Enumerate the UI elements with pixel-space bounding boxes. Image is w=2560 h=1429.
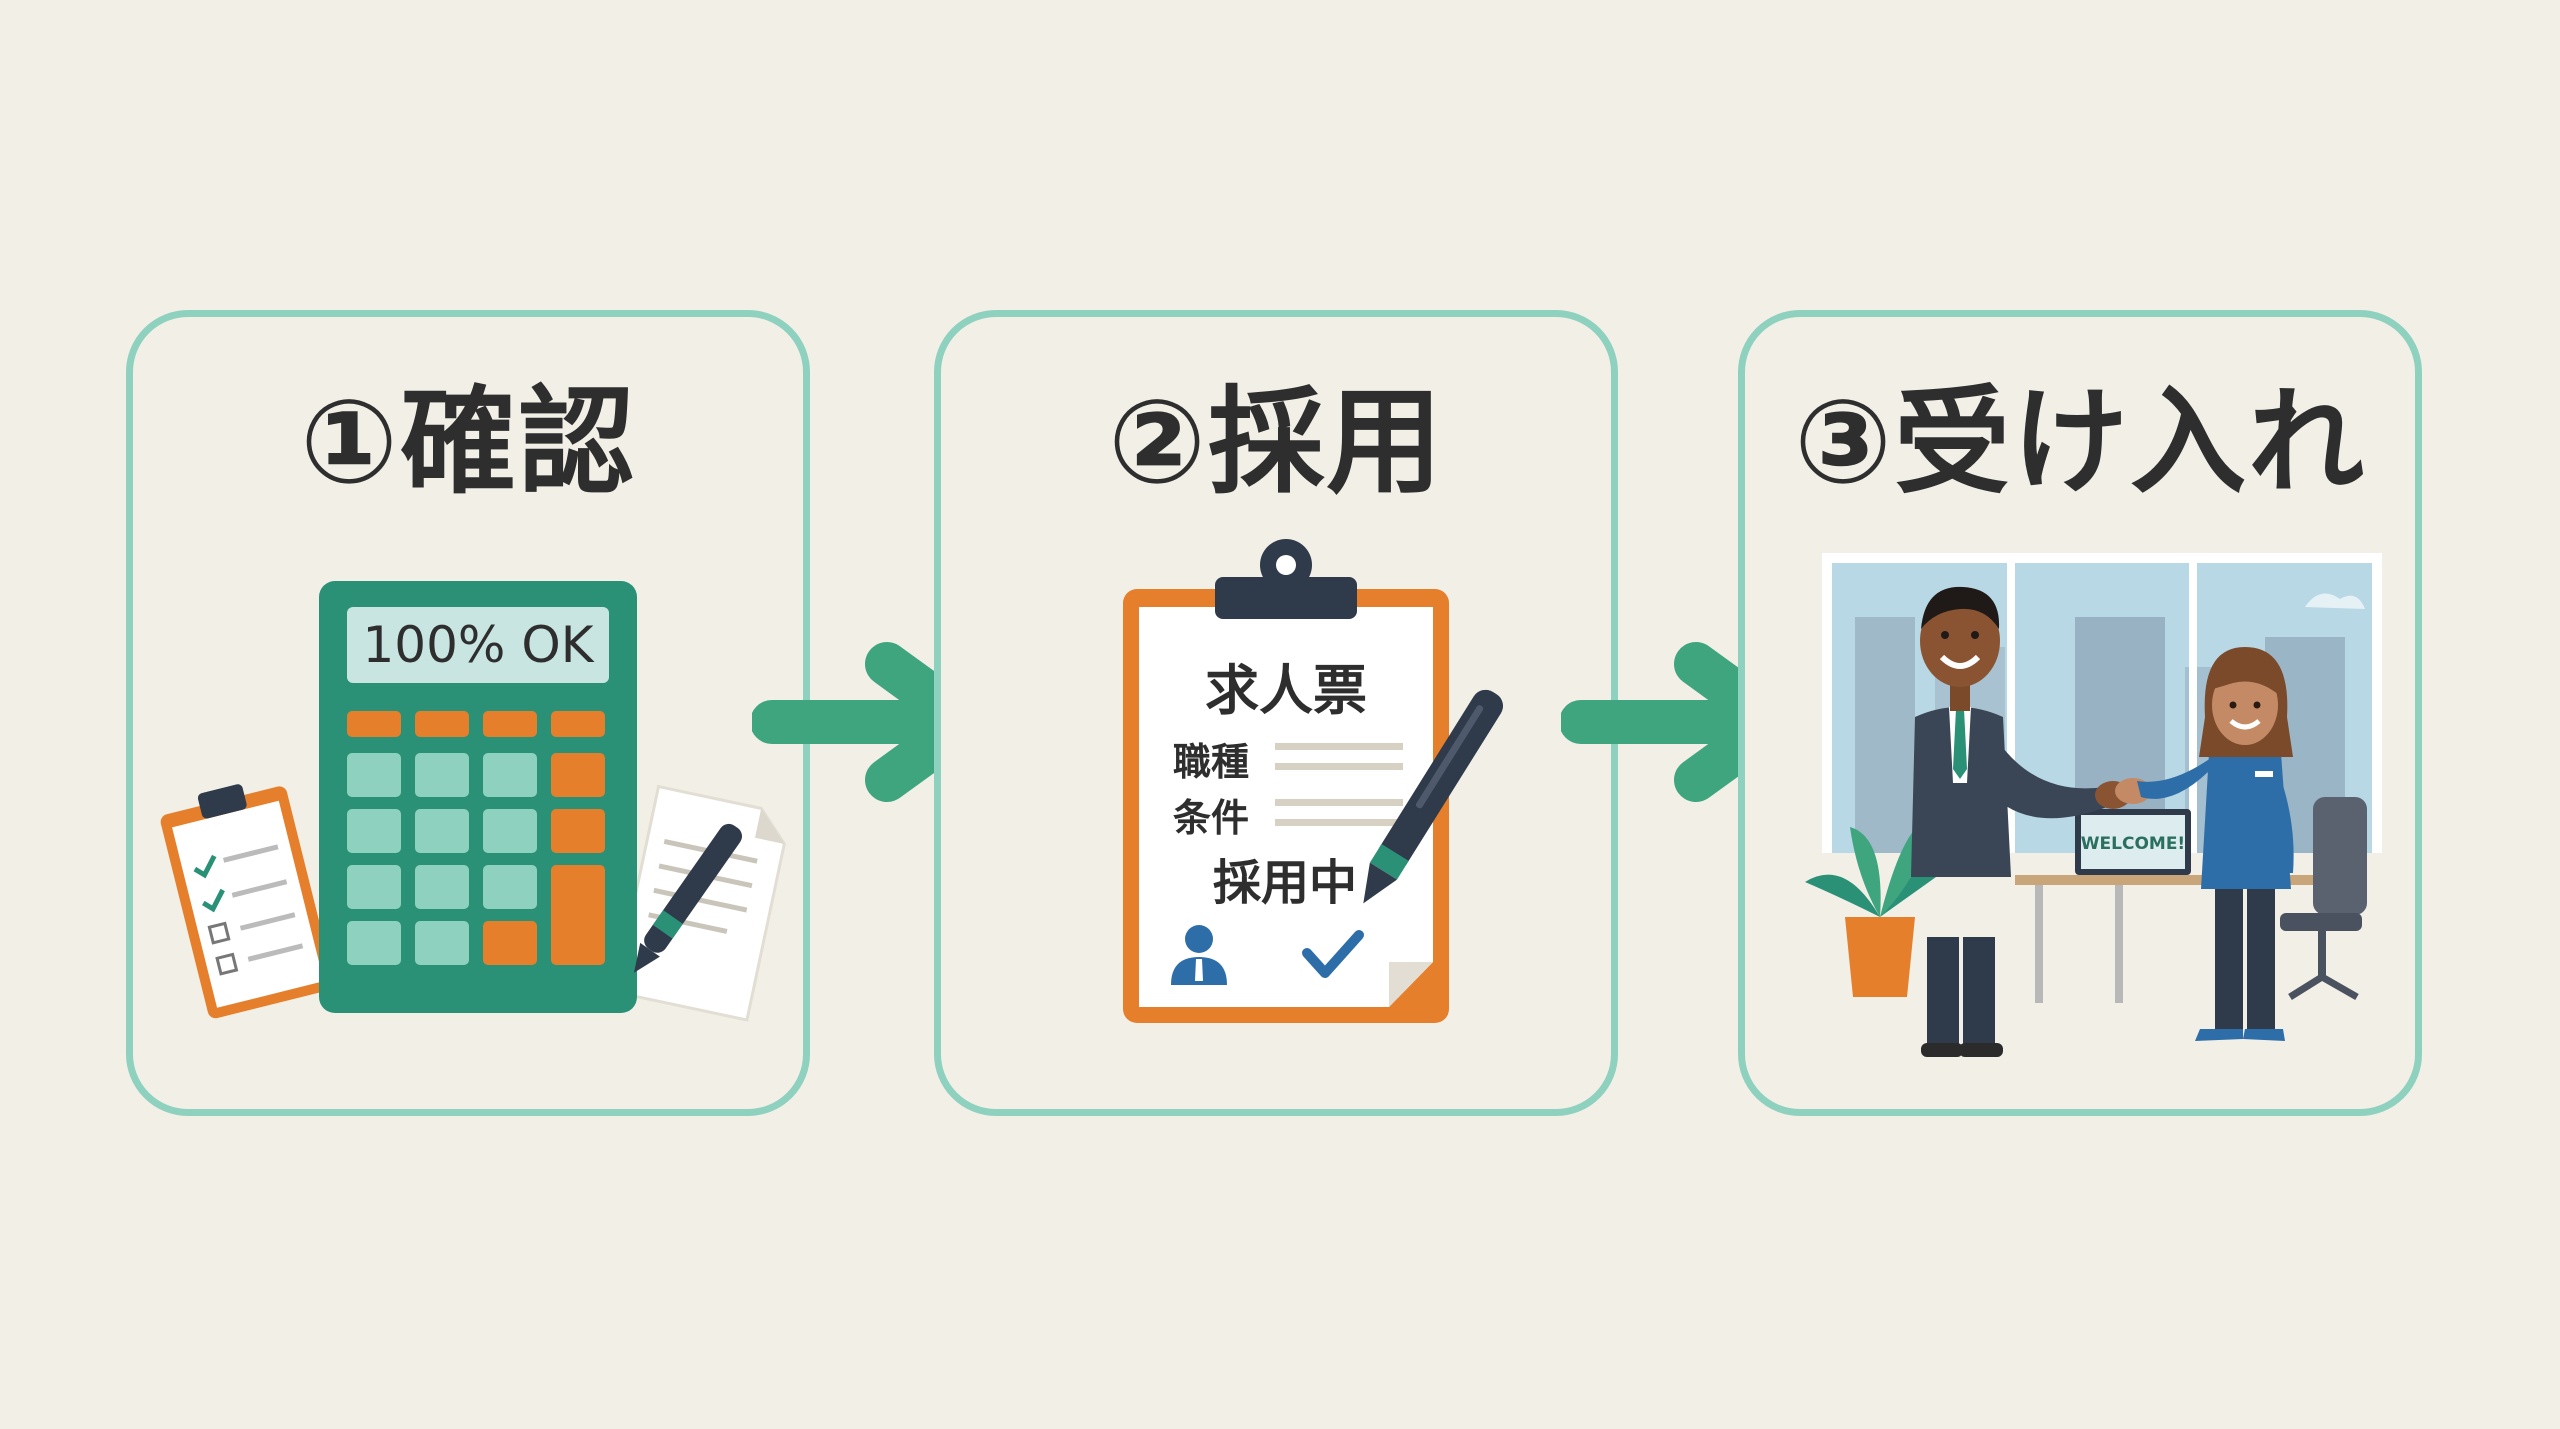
pen-icon bbox=[1363, 689, 1504, 904]
calculator-key bbox=[347, 921, 401, 965]
pen-icon bbox=[633, 823, 742, 973]
handshake-scene: WELCOME! bbox=[1805, 553, 2382, 1057]
hiring-illustration: 求人票 職種 条件 採用中 bbox=[1123, 539, 1504, 1023]
job-sheet-field-occupation: 職種 bbox=[1173, 740, 1249, 784]
calculator-key bbox=[415, 711, 469, 737]
person-icon bbox=[1171, 925, 1227, 985]
calculator-key bbox=[483, 865, 537, 909]
laptop-icon: WELCOME! bbox=[2075, 809, 2191, 875]
calculator-key bbox=[415, 921, 469, 965]
calculator-key bbox=[415, 809, 469, 853]
calculator-display: 100% OK bbox=[363, 616, 595, 674]
confirm-illustration: 100% OK bbox=[160, 581, 786, 1022]
job-sheet-status: 採用中 bbox=[1213, 855, 1357, 911]
laptop-welcome-text: WELCOME! bbox=[2081, 834, 2185, 854]
step-card-onboarding: ③受け入れ WELCOM bbox=[1738, 310, 2422, 1116]
step-card-hiring: ②採用 求人票 職種 条件 採用中 bbox=[934, 310, 1618, 1116]
document-icon bbox=[613, 784, 786, 1022]
clipboard-icon bbox=[1123, 539, 1449, 1023]
calculator-key bbox=[347, 809, 401, 853]
man-figure bbox=[1911, 586, 2107, 1057]
calculator-key bbox=[551, 711, 605, 737]
step-title: ②採用 bbox=[1107, 375, 1445, 510]
calculator-key bbox=[415, 753, 469, 797]
calculator-icon: 100% OK bbox=[319, 581, 637, 1013]
clipboard-checklist-icon bbox=[160, 784, 335, 1019]
job-sheet-title: 求人票 bbox=[1205, 659, 1367, 722]
calculator-key bbox=[483, 711, 537, 737]
calculator-key bbox=[347, 711, 401, 737]
step-card-confirm: ①確認 100% OK bbox=[126, 310, 810, 1116]
calculator-key bbox=[551, 865, 605, 965]
checkmark-icon bbox=[1302, 930, 1364, 978]
job-sheet-field-conditions: 条件 bbox=[1173, 796, 1249, 840]
calculator-key bbox=[551, 809, 605, 853]
woman-figure bbox=[2137, 647, 2294, 1041]
step-title: ③受け入れ bbox=[1793, 375, 2367, 510]
calculator-key bbox=[347, 865, 401, 909]
calculator-key bbox=[347, 753, 401, 797]
calculator-key bbox=[483, 921, 537, 965]
step-title: ①確認 bbox=[299, 375, 637, 510]
calculator-key bbox=[483, 809, 537, 853]
calculator-key bbox=[483, 753, 537, 797]
office-chair-icon bbox=[2280, 797, 2367, 1001]
calculator-key bbox=[551, 753, 605, 797]
calculator-key bbox=[415, 865, 469, 909]
